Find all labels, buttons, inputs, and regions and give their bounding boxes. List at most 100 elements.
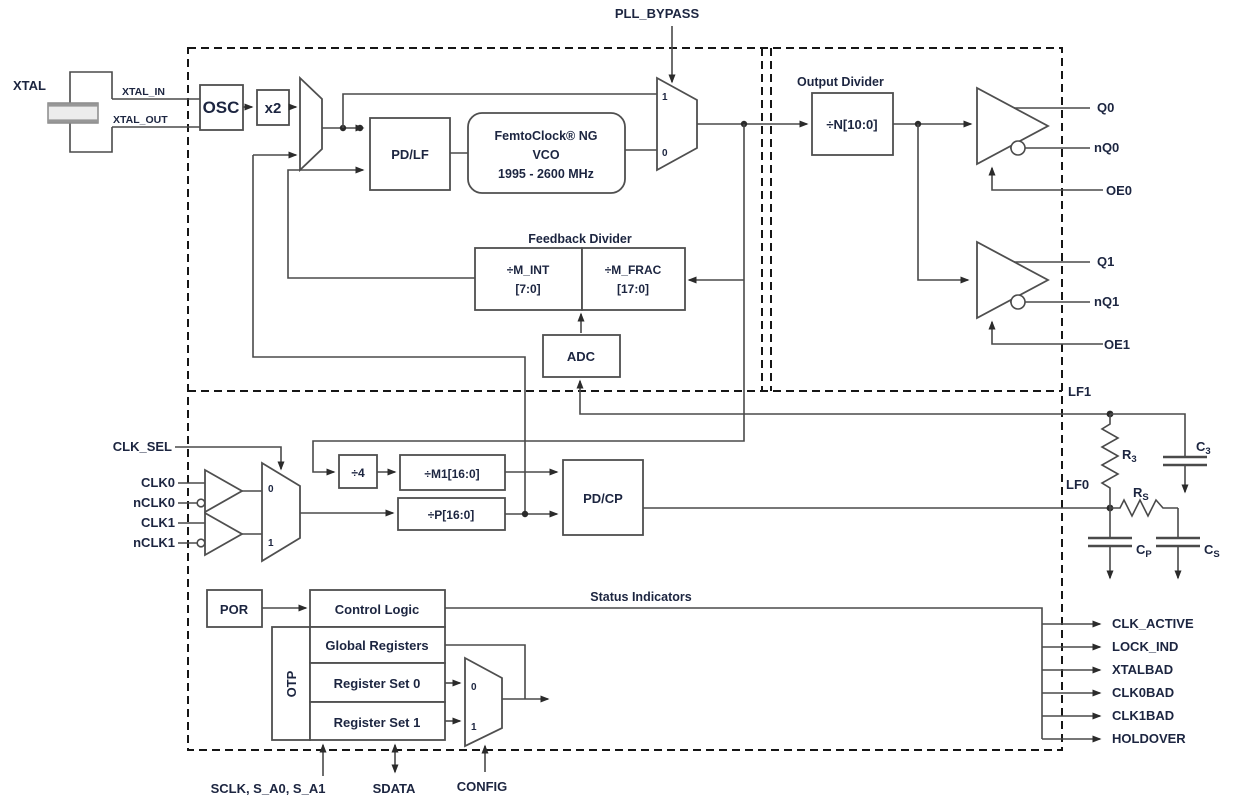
vco-feedback-down-wire — [312, 124, 745, 476]
clock-mux-in1: 1 — [268, 538, 274, 549]
status-indicators-title: Status Indicators — [590, 590, 691, 604]
junction-dot — [356, 124, 364, 132]
bypass-wire — [342, 93, 657, 128]
bypass-mux-in1: 1 — [662, 92, 668, 103]
nclk1-label: nCLK1 — [133, 535, 175, 550]
inversion-bubble — [1010, 140, 1026, 156]
feedback-divider-title: Feedback Divider — [528, 232, 632, 246]
cs-label: CS — [1204, 542, 1220, 560]
vco-line1: FemtoClock® NG — [495, 129, 598, 143]
adc-block — [542, 334, 621, 378]
status-label-clk-active: CLK_ACTIVE — [1112, 616, 1194, 631]
vco-line3: 1995 - 2600 MHz — [498, 167, 594, 181]
c3-branch-wire — [1110, 413, 1186, 456]
control-logic-label: Control Logic — [335, 602, 420, 617]
q1-label: Q1 — [1097, 254, 1114, 269]
register-set-mux — [464, 656, 503, 748]
output-divider-label: ÷N[10:0] — [826, 117, 877, 132]
status-label-lock-ind: LOCK_IND — [1112, 639, 1178, 654]
inversion-bubble — [1010, 294, 1026, 310]
pll-bypass-label: PLL_BYPASS — [615, 6, 700, 21]
bypass-mux-in0: 0 — [662, 148, 668, 159]
reference-mux — [299, 75, 323, 173]
q0-label: Q0 — [1097, 100, 1114, 115]
clk0-label: CLK0 — [141, 475, 175, 490]
c3-sub: 3 — [1205, 446, 1210, 457]
clock-select-mux — [261, 461, 301, 563]
rs-label: RS — [1133, 485, 1149, 503]
pll-core-section: OSC x2 PD/LF FemtoClock® NG VCO 1995 - 2… — [199, 6, 1108, 514]
register-mux-in1: 1 — [471, 722, 477, 733]
status-bus-wire — [445, 607, 1043, 739]
output-divider-block — [811, 92, 894, 156]
crystal-circuit: XTAL XTAL_IN XTAL_OUT — [13, 71, 200, 153]
m-int-range: [7:0] — [515, 282, 540, 296]
wire — [69, 123, 113, 153]
por-label: POR — [220, 602, 249, 617]
nq0-label: nQ0 — [1094, 140, 1119, 155]
wire — [69, 71, 113, 103]
clk-sel-label: CLK_SEL — [113, 439, 172, 454]
sdata-label: SDATA — [373, 781, 416, 796]
osc-label: OSC — [203, 98, 240, 117]
global-registers-block — [309, 626, 446, 664]
global-registers-label: Global Registers — [325, 638, 428, 653]
register-set-1-label: Register Set 1 — [334, 715, 421, 730]
inversion-bubble — [196, 498, 206, 508]
xtal-in-label: XTAL_IN — [122, 86, 165, 98]
outer-dashed-border — [187, 47, 1063, 751]
clk1-label: CLK1 — [141, 515, 175, 530]
div4-label: ÷4 — [351, 466, 365, 480]
status-label-clk0bad: CLK0BAD — [1112, 685, 1174, 700]
clk-sel-wire — [175, 446, 285, 471]
m-int-block — [474, 247, 583, 311]
x2-block — [256, 89, 290, 126]
pdcp-label: PD/CP — [583, 491, 623, 506]
rs-resistor — [1110, 498, 1178, 518]
otp-label: OTP — [284, 670, 299, 697]
cp-base: C — [1136, 542, 1146, 557]
nclk0-label: nCLK0 — [133, 495, 175, 510]
x2-label: x2 — [265, 100, 282, 117]
c3-base: C — [1196, 439, 1206, 454]
clock-input-section: CLK_SEL CLK0 nCLK0 CLK1 nCLK1 0 1 ÷4 ÷M1… — [113, 439, 1108, 563]
m-frac-label: ÷M_FRAC — [605, 263, 662, 277]
xtal-label: XTAL — [13, 78, 46, 93]
status-indicators-section: Status Indicators CLK_ACTIVE LOCK_IND XT… — [445, 590, 1194, 746]
clock-mux-in0: 0 — [268, 484, 274, 495]
c3-label: C3 — [1196, 439, 1211, 457]
r3-label: R3 — [1122, 447, 1137, 465]
oe1-label: OE1 — [1104, 337, 1130, 352]
oe1-wire — [988, 320, 1103, 345]
status-label-xtalbad: XTALBAD — [1112, 662, 1173, 677]
register-set-0-label: Register Set 0 — [334, 676, 421, 691]
control-section: POR OTP Control Logic Global Registers R… — [206, 589, 550, 796]
oe0-label: OE0 — [1106, 183, 1132, 198]
p-divider-block — [397, 497, 506, 531]
vco-block — [467, 112, 626, 194]
feedback-wire — [287, 166, 475, 279]
m-frac-range: [17:0] — [617, 282, 649, 296]
config-label: CONFIG — [457, 779, 508, 794]
crystal-body — [47, 102, 99, 124]
sclk-label: SCLK, S_A0, S_A1 — [211, 781, 326, 796]
pdcp-block — [562, 459, 644, 536]
div4-block — [338, 454, 378, 489]
cs-sub: S — [1213, 549, 1219, 560]
inversion-bubble — [196, 538, 206, 548]
input-buffer-0 — [204, 468, 244, 514]
m-int-label: ÷M_INT — [507, 263, 550, 277]
vco-line2: VCO — [532, 148, 559, 162]
chip-boundary — [187, 47, 1063, 751]
m1-divider-block — [399, 454, 506, 491]
m1-divider-label: ÷M1[16:0] — [424, 467, 479, 481]
status-label-holdover: HOLDOVER — [1112, 731, 1186, 746]
cp-label: CP — [1136, 542, 1152, 560]
wire — [917, 124, 970, 284]
register-mux-in0: 0 — [471, 682, 477, 693]
lf0-label: LF0 — [1066, 477, 1089, 492]
global-registers-wire — [445, 644, 526, 699]
cp-sub: P — [1145, 549, 1152, 560]
